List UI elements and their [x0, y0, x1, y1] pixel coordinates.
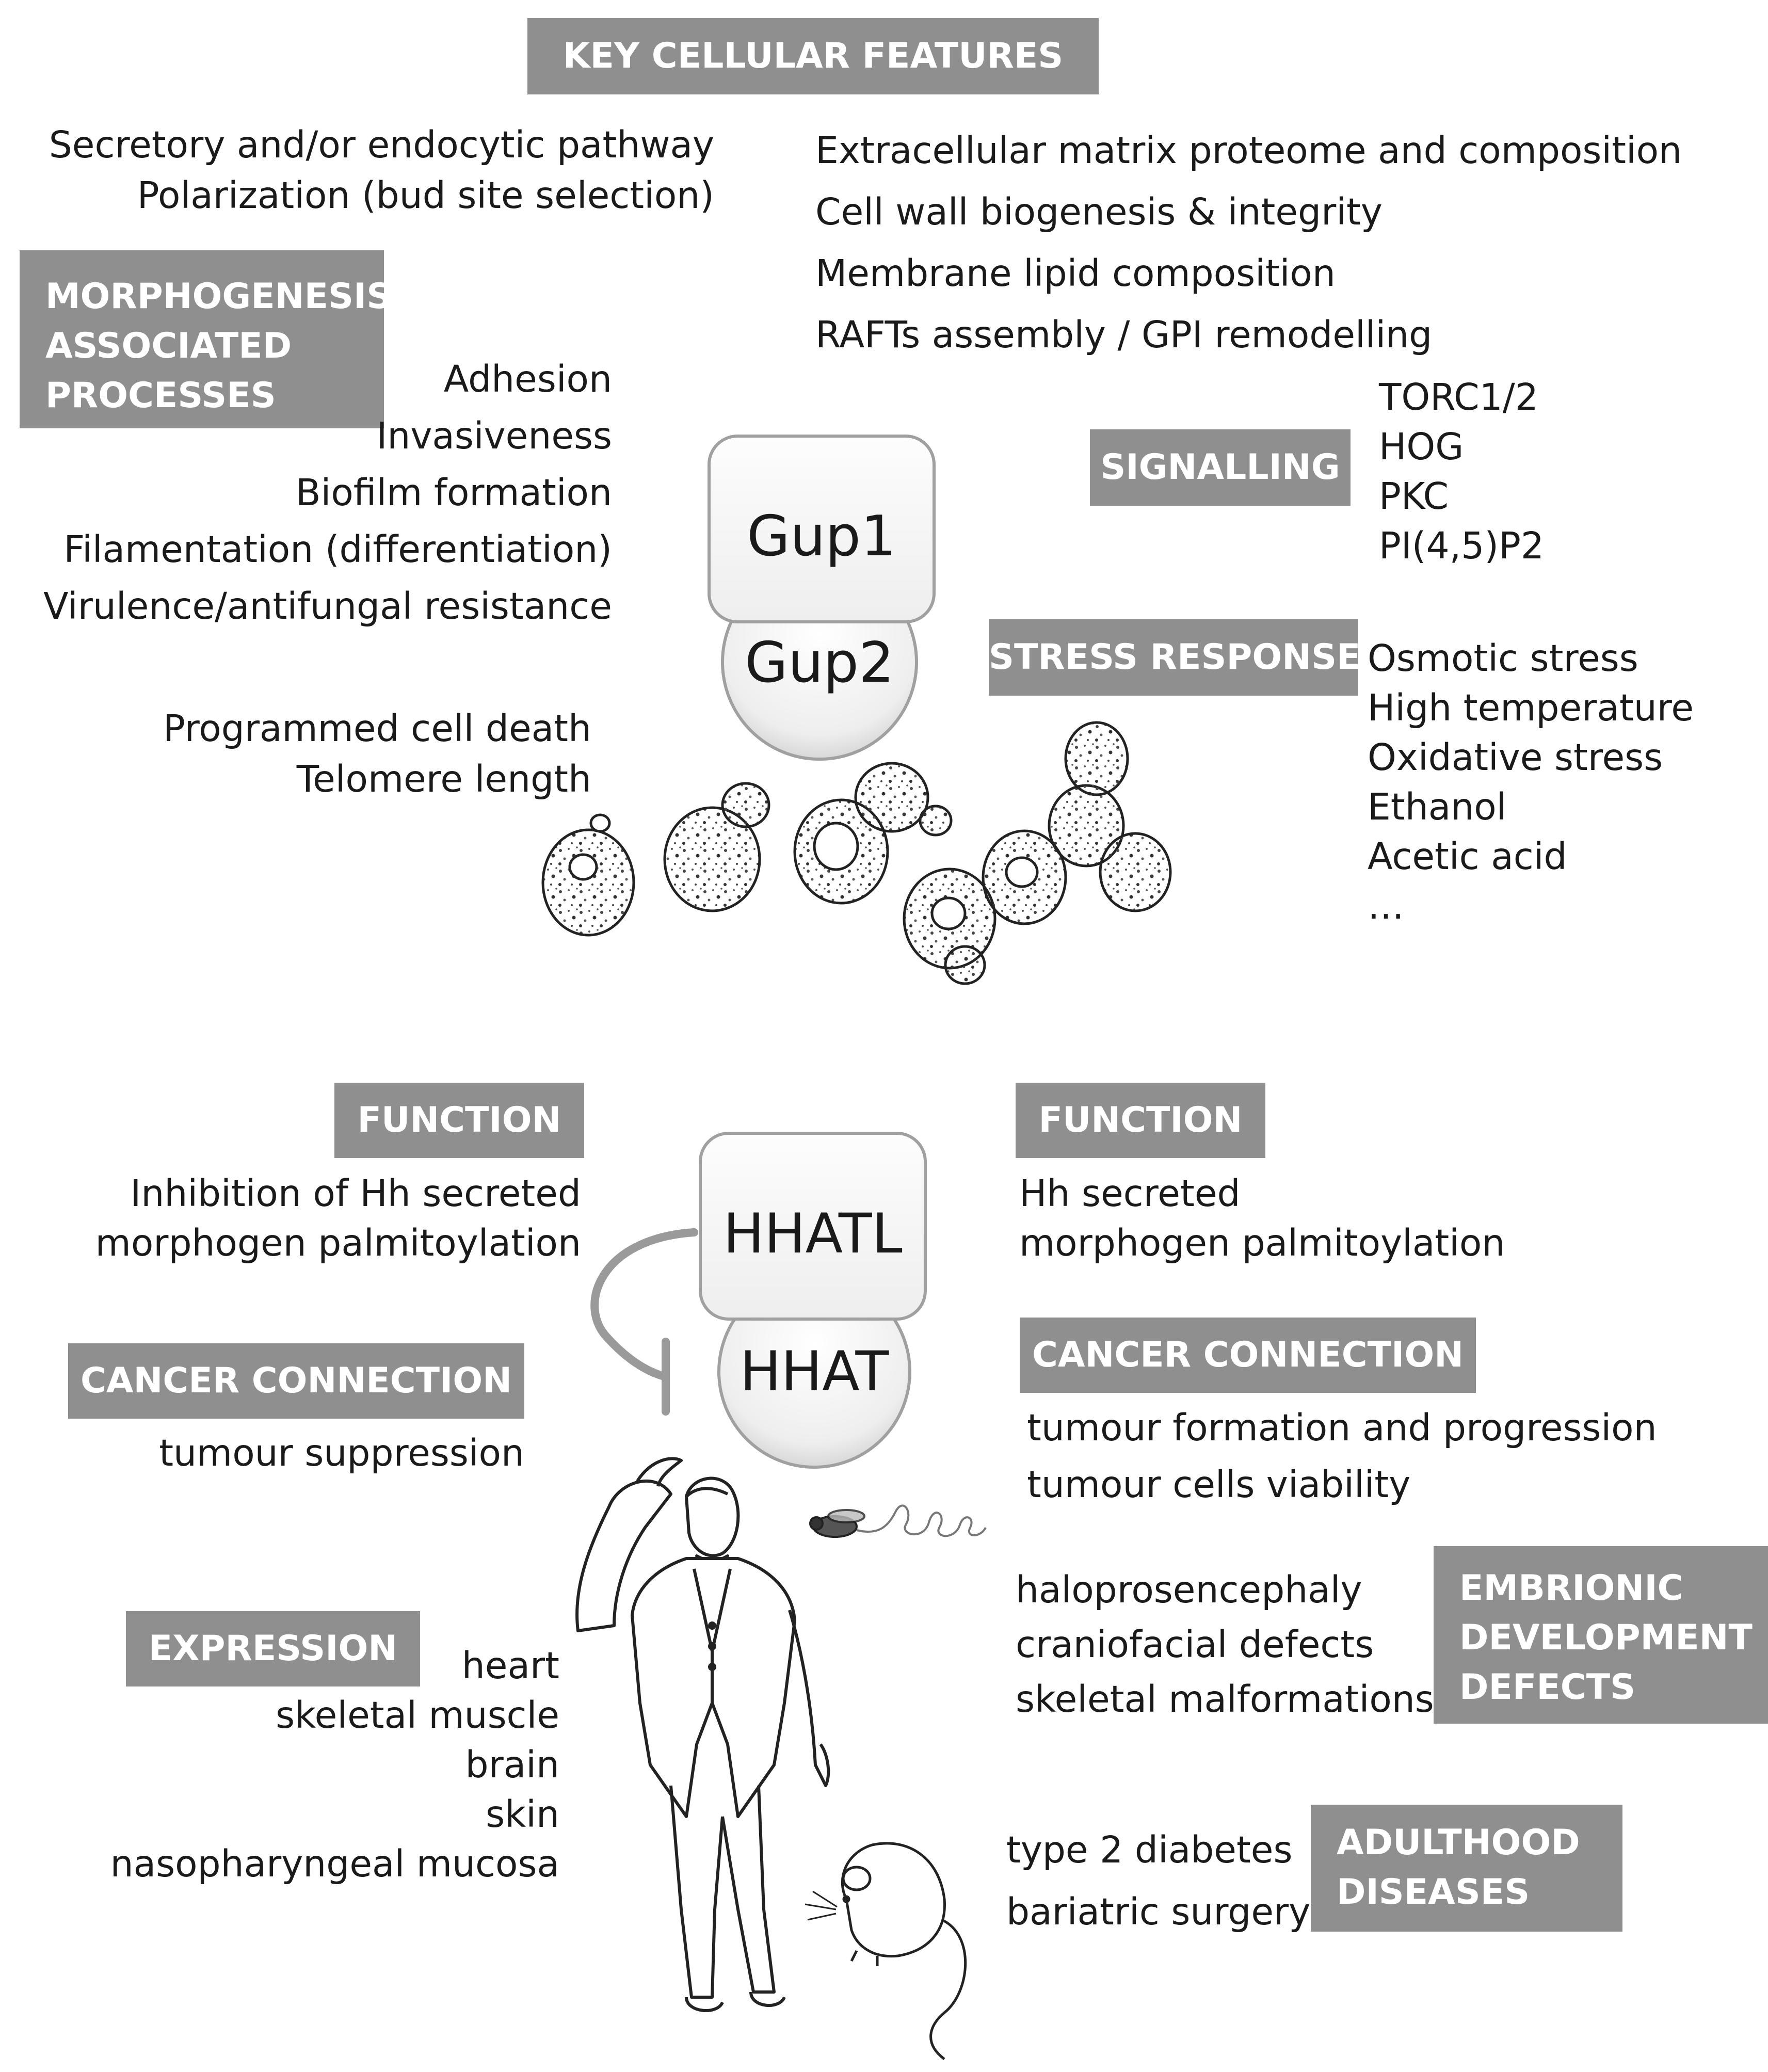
man-figure-illustration: [575, 1457, 830, 2012]
cancer-line: tumour formation and progression: [1027, 1406, 1657, 1449]
signalling-item: PI(4,5)P2: [1379, 524, 1545, 567]
cancer-right-text: tumour formation and progression tumour …: [1027, 1400, 1657, 1513]
hhatl-label: HHATL: [723, 1202, 903, 1265]
disease-item: bariatric surgery: [1006, 1890, 1311, 1933]
embryonic-title-line: DEFECTS: [1459, 1667, 1636, 1708]
yeast-cells-illustration: [541, 721, 1172, 985]
embryonic-item: skeletal malformations: [1016, 1678, 1434, 1721]
embryonic-title-line: EMBRIONIC: [1459, 1568, 1683, 1609]
embryonic-item: craniofacial defects: [1016, 1623, 1374, 1666]
function-right-header: FUNCTION: [1016, 1083, 1265, 1158]
adulthood-diseases-list: type 2 diabetes bariatric surgery: [1006, 1819, 1310, 1943]
signalling-item: HOG: [1379, 425, 1464, 468]
morphogenesis-item: Invasiveness: [376, 414, 612, 457]
morphogenesis-list: Adhesion Invasiveness Biofilm formation …: [43, 351, 612, 635]
expression-list: heart skeletal muscle brain skin nasopha…: [110, 1641, 559, 1889]
signalling-list: TORC1/2 HOG PKC PI(4,5)P2: [1379, 373, 1544, 571]
cancer-left-text: tumour suppression: [159, 1432, 524, 1474]
embryonic-development-header: EMBRIONIC DEVELOPMENT DEFECTS: [1434, 1546, 1768, 1724]
other-processes-list: Programmed cell death Telomere length: [163, 703, 591, 805]
key-feature-item: Membrane lipid composition: [815, 252, 1336, 295]
embryonic-title-line: DEVELOPMENT: [1459, 1617, 1753, 1658]
adulthood-diseases-header: ADULTHOOD DISEASES: [1311, 1805, 1622, 1932]
morphogenesis-item: Filamentation (differentiation): [63, 528, 612, 571]
function-right-text: Hh secreted morphogen palmitoylation: [1019, 1169, 1505, 1268]
morphogenesis-title-line: PROCESSES: [45, 375, 276, 416]
key-feature-item: Secretory and/or endocytic pathway: [49, 123, 714, 166]
function-line: morphogen palmitoylation: [95, 1222, 581, 1264]
adulthood-title-line: ADULTHOOD: [1337, 1822, 1580, 1863]
function-line: morphogen palmitoylation: [1019, 1222, 1505, 1264]
function-left-text: Inhibition of Hh secreted morphogen palm…: [95, 1169, 581, 1268]
cancer-connection-left-header: CANCER CONNECTION: [68, 1343, 524, 1419]
stress-item: Ethanol: [1368, 785, 1507, 828]
stress-item: Osmotic stress: [1368, 637, 1638, 680]
hhat-label: HHAT: [740, 1340, 889, 1403]
stress-item: Acetic acid: [1368, 835, 1567, 878]
stress-list: Osmotic stress High temperature Oxidativ…: [1368, 634, 1694, 931]
stress-response-header: STRESS RESPONSE: [989, 619, 1361, 696]
signalling-item: PKC: [1379, 475, 1449, 518]
signalling-header: SIGNALLING: [1090, 429, 1351, 506]
key-feature-item: Extracellular matrix proteome and compos…: [815, 129, 1682, 172]
key-feature-item: RAFTs assembly / GPI remodelling: [815, 313, 1433, 356]
gup1-label: Gup1: [747, 504, 896, 569]
gup-proteins-shape: [708, 435, 936, 761]
embryonic-item: haloprosencephaly: [1016, 1568, 1362, 1611]
stress-item: High temperature: [1368, 686, 1694, 729]
disease-item: type 2 diabetes: [1006, 1828, 1293, 1871]
morphogenesis-header: MORPHOGENESIS ASSOCIATED PROCESSES: [20, 250, 392, 428]
function-line: Hh secreted: [1019, 1172, 1241, 1215]
cancer-connection-right-header: CANCER CONNECTION: [1020, 1318, 1476, 1393]
morphogenesis-title-line: ASSOCIATED: [45, 326, 292, 366]
morphogenesis-item: Biofilm formation: [295, 471, 612, 514]
embryonic-defects-list: haloprosencephaly craniofacial defects s…: [1016, 1563, 1434, 1727]
stress-item: …: [1368, 885, 1404, 927]
process-item: Programmed cell death: [163, 707, 591, 750]
key-cellular-features-header: KEY CELLULAR FEATURES: [527, 18, 1099, 94]
inhibition-arrow: [590, 1228, 698, 1416]
key-features-right-list: Extracellular matrix proteome and compos…: [815, 120, 1682, 365]
hhat-proteins-shape: [699, 1132, 927, 1469]
function-line: Inhibition of Hh secreted: [130, 1172, 581, 1215]
key-feature-item: Polarization (bud site selection): [137, 174, 714, 217]
key-feature-item: Cell wall biogenesis & integrity: [815, 190, 1383, 233]
function-left-header: FUNCTION: [334, 1083, 584, 1158]
key-features-left-list: Secretory and/or endocytic pathway Polar…: [49, 120, 714, 221]
mouse-icon: [805, 1842, 967, 2060]
gup2-label: Gup2: [745, 631, 894, 695]
expression-item: heart: [461, 1644, 559, 1687]
expression-header: EXPRESSION: [126, 1611, 420, 1686]
stress-item: Oxidative stress: [1368, 736, 1663, 779]
morphogenesis-item: Virulence/antifungal resistance: [43, 585, 612, 628]
fly-icon: [809, 1504, 987, 1538]
morphogenesis-item: Adhesion: [443, 358, 612, 400]
expression-item: skeletal muscle: [276, 1694, 559, 1737]
adulthood-title-line: DISEASES: [1337, 1872, 1530, 1913]
expression-item: brain: [465, 1743, 560, 1786]
signalling-item: TORC1/2: [1379, 376, 1538, 419]
expression-item: nasopharyngeal mucosa: [110, 1842, 559, 1885]
morphogenesis-title-line: MORPHOGENESIS: [45, 276, 392, 317]
process-item: Telomere length: [296, 758, 591, 800]
cancer-line: tumour cells viability: [1027, 1463, 1411, 1506]
expression-item: skin: [486, 1793, 559, 1836]
